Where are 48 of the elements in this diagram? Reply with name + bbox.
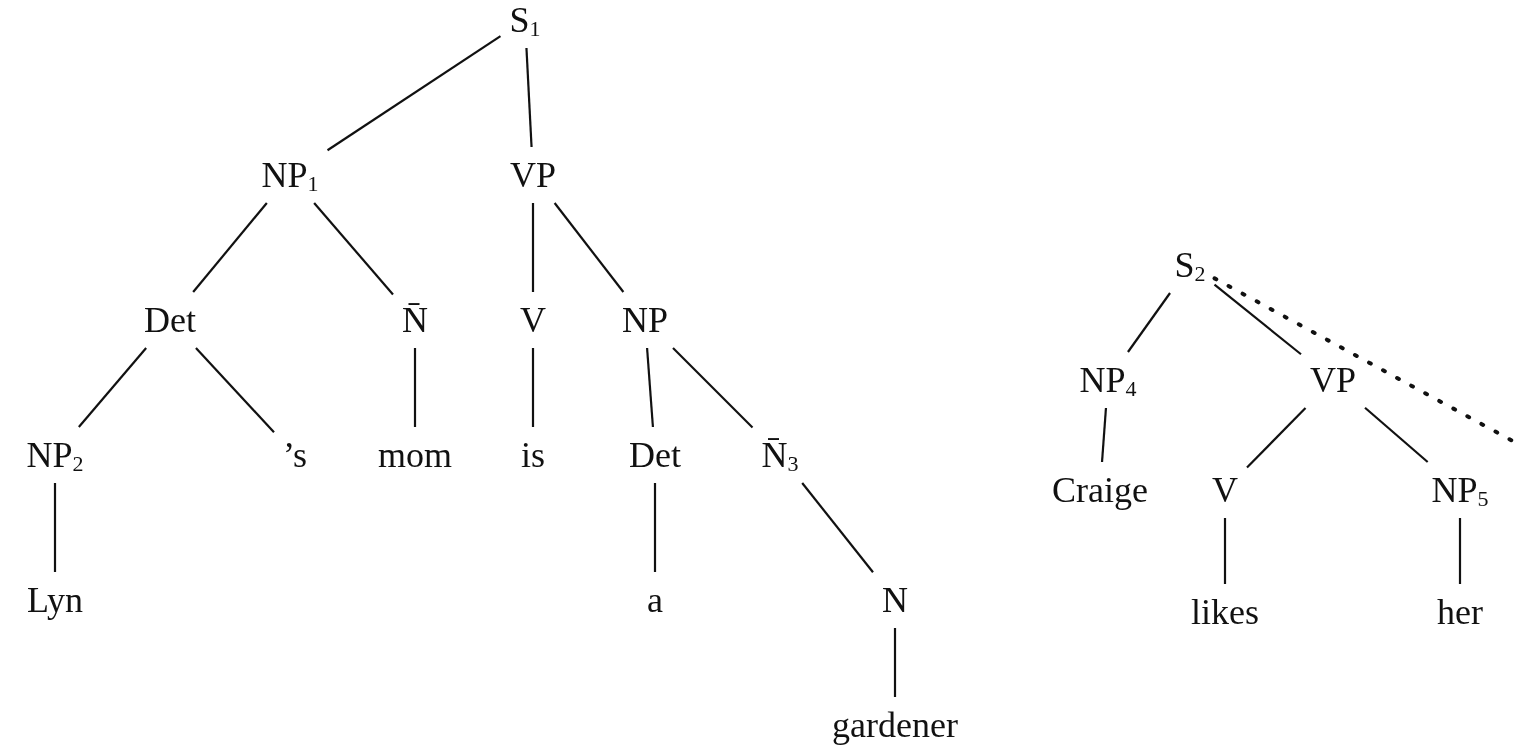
tree-branch <box>78 347 147 428</box>
tree-branch <box>525 47 533 148</box>
tree-branch <box>531 203 535 292</box>
tree-branch <box>1127 292 1171 353</box>
tree-branch <box>1223 518 1227 584</box>
node-label: Det <box>628 435 682 475</box>
tree-branch <box>531 348 535 427</box>
node-label: gardener <box>831 705 959 745</box>
tree-branch <box>195 347 275 434</box>
node-label: N̄$_{3}$ <box>760 435 800 475</box>
tree-branch <box>1246 407 1307 469</box>
tree-branch <box>653 483 657 572</box>
node-label: Craige <box>1051 470 1149 510</box>
node-label: Lyn <box>26 580 84 620</box>
node-label: NP$_{5}$ <box>1430 470 1490 510</box>
node-label: mom <box>377 435 453 475</box>
tree-branch <box>1213 283 1302 356</box>
tree-branch <box>893 628 897 697</box>
node-label: a <box>646 580 664 620</box>
node-label: likes <box>1190 592 1260 632</box>
node-label: NP$_{2}$ <box>25 435 85 475</box>
node-label: VP <box>509 155 557 195</box>
node-label: her <box>1436 592 1484 632</box>
tree-branch <box>801 482 874 573</box>
tree-branch <box>313 202 394 296</box>
node-label: ’s <box>282 435 308 475</box>
tree-branch <box>326 35 502 152</box>
node-label: VP <box>1309 360 1357 400</box>
node-label: V <box>1211 470 1239 510</box>
tree-branch <box>1458 518 1462 584</box>
node-label: V <box>519 300 547 340</box>
tree-branch <box>672 347 754 429</box>
tree-branch <box>645 347 655 428</box>
node-label: N <box>881 580 909 620</box>
node-label: S$_{2}$ <box>1173 245 1207 285</box>
tree-branch <box>53 483 57 572</box>
tree-branch <box>1100 407 1108 463</box>
tree-branch <box>413 348 417 427</box>
node-label: NP$_{4}$ <box>1078 360 1138 400</box>
tree-branch <box>553 202 625 293</box>
node-label: S$_{1}$ <box>508 0 542 40</box>
node-label: N̄ <box>401 300 429 340</box>
node-label: NP <box>621 300 669 340</box>
node-label: is <box>520 435 546 475</box>
node-label: NP$_{1}$ <box>260 155 320 195</box>
tree-branch <box>192 202 268 293</box>
tree-branch <box>1364 406 1429 463</box>
node-label: Det <box>143 300 197 340</box>
